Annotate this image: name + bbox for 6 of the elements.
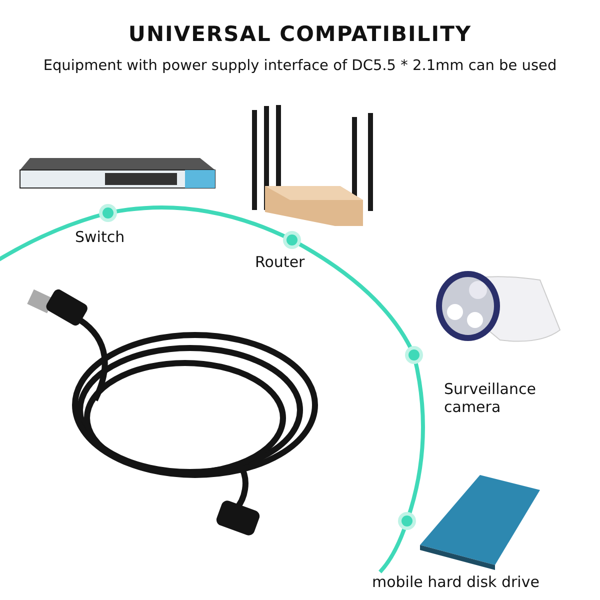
device-label: Switch: [75, 228, 126, 246]
subtitle: Equipment with power supply interface of DC5.5 * 2.1mm can be used: [42, 58, 558, 76]
device-label: Router: [255, 253, 306, 271]
heading: UNIVERSAL COMPATIBILITY: [127, 22, 473, 46]
device-label: Surveillance camera: [444, 380, 537, 416]
device-label: mobile hard disk drive: [372, 573, 540, 591]
